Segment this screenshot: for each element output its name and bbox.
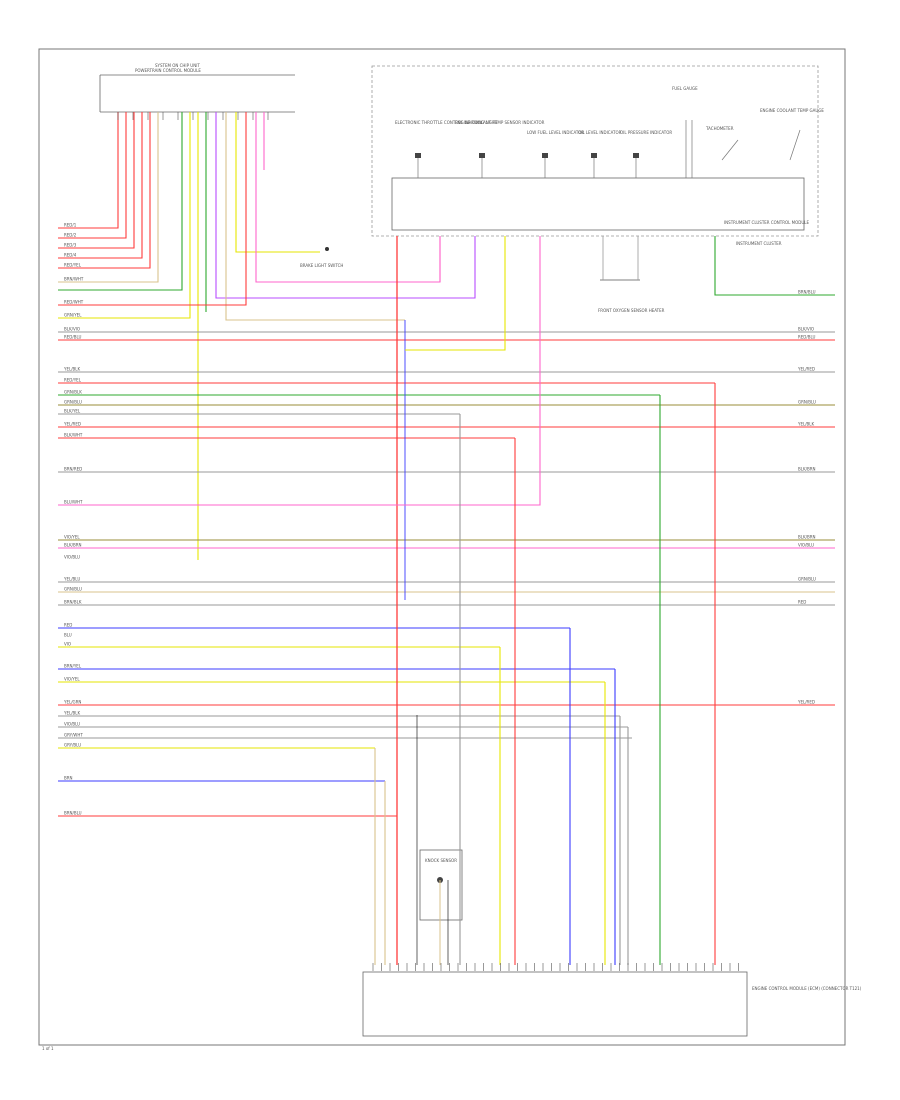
left-wire-label: RED/1	[64, 223, 77, 228]
brake-light-switch: BRAKE LIGHT SWITCH	[300, 247, 343, 268]
right-wire-label: BLK/VIO	[798, 327, 814, 332]
left-wire-label: BLK/WHT	[64, 433, 83, 438]
knock-sensor: KNOCK SENSOR	[419, 849, 463, 921]
ecm-wire-yellow	[405, 236, 506, 351]
left-wire-label: VIO/BLU	[64, 555, 80, 560]
right-wire-label: BLK/BRN	[798, 467, 815, 472]
left-wire-label: YEL/BLK	[63, 367, 81, 372]
right-wire-label: YEL/RED	[797, 367, 815, 372]
left-wire-label: VIO/YEL	[64, 535, 80, 540]
module-wire-8	[58, 112, 191, 319]
control-module-title-2: POWERTRAIN CONTROL MODULE	[135, 68, 201, 73]
module-wire-14	[58, 112, 247, 306]
gauge-label-3: LOW FUEL LEVEL INDICATOR	[527, 130, 584, 135]
gauge-label-7: TACHOMETER	[705, 126, 734, 131]
gauge-label-4: OIL LEVEL INDICATOR	[578, 130, 622, 135]
right-wire-label: YEL/RED	[797, 700, 815, 705]
front-oxygen-sensor: FRONT OXYGEN SENSOR HEATER	[598, 279, 665, 313]
module-wire-1	[58, 112, 119, 229]
left-wire-label: GRN/BLU	[64, 587, 82, 592]
left-wire-label: BRN/WHT	[64, 277, 84, 282]
left-wire-label: YEL/RED	[63, 422, 81, 427]
front-oxygen-sensor-label: FRONT OXYGEN SENSOR HEATER	[598, 308, 665, 313]
instrument-cluster-label: INSTRUMENT CLUSTER	[736, 241, 782, 246]
control-module-title-1: SYSTEM ON CHIP UNIT	[155, 63, 200, 68]
instrument-cluster: INSTRUMENT CLUSTER INSTRUMENT CLUSTER CO…	[371, 65, 824, 246]
left-wire-label: BRN	[64, 776, 73, 781]
left-wire-label: RED/BLU	[64, 335, 82, 340]
engine-control-module: ENGINE CONTROL MODULE (ECM) (CONNECTOR T…	[362, 971, 862, 1037]
gauge-label-6: FUEL GAUGE	[672, 86, 698, 91]
left-wire-label: VIO/BLU	[64, 722, 80, 727]
left-wire-label: BLU/WHT	[64, 500, 83, 505]
module-wire-7	[58, 112, 183, 291]
left-wire-label: GRY/WHT	[64, 733, 83, 738]
right-wire-labels: BRN/BLU BLK/VIO RED/BLU YEL/RED GRN/BLU YEL/B…	[797, 290, 816, 705]
right-wire-label: BRN/BLU	[798, 290, 816, 295]
right-wire-label: GRN/BLU	[798, 577, 816, 582]
left-wire-label: BRN/YEL	[64, 664, 82, 669]
brake-light-switch-label: BRAKE LIGHT SWITCH	[300, 263, 343, 268]
left-wire-label: GRN/BLK	[64, 390, 82, 395]
module-wire-4	[58, 112, 143, 259]
connector-pins	[117, 112, 739, 971]
left-wire-label: RED	[64, 623, 72, 628]
module-wire-13	[235, 112, 320, 253]
right-wire-label: BLK/BRN	[798, 535, 815, 540]
module-wire-6	[58, 112, 159, 283]
page-number: 1 of 1	[42, 1046, 54, 1051]
wires	[58, 112, 835, 965]
instrument-cluster-inner-label: INSTRUMENT CLUSTER CONTROL MODULE	[724, 220, 809, 225]
left-wire-label: GRY/BLU	[64, 743, 81, 748]
left-wire-label: BLK/VIO	[64, 327, 80, 332]
left-wire-label: GRN/BLU	[64, 400, 82, 405]
gauge-label-8: ENGINE COOLANT TEMP GAUGE	[760, 108, 824, 113]
module-wire-3	[58, 112, 135, 249]
left-wire-label: VIO/YEL	[64, 677, 80, 682]
gauge-label-5: OIL PRESSURE INDICATOR	[620, 130, 672, 135]
right-wire-label: GRN/BLU	[798, 400, 816, 405]
left-wire-label: RED/YEL	[64, 263, 82, 268]
module-wire-12	[225, 112, 405, 321]
knock-sensor-label: KNOCK SENSOR	[425, 858, 457, 863]
left-wire-label: RED/YEL	[64, 378, 82, 383]
module-wire-5	[58, 112, 151, 269]
left-wire-label: RED/WHT	[64, 300, 84, 305]
diagram-frame	[38, 48, 846, 1046]
right-wire-label: RED	[798, 600, 806, 605]
right-wire-label: YEL/BLK	[797, 422, 815, 427]
left-wire-label: BRN/BLK	[64, 600, 82, 605]
left-wire-label: RED/4	[64, 253, 77, 258]
right-wire-label: VIO/BLU	[798, 543, 814, 548]
left-wire-label: BRN/BLU	[64, 811, 82, 816]
gauge-label-1: ELECTRONIC THROTTLE CONTROL WARNING LIGH…	[395, 120, 498, 125]
control-module: SYSTEM ON CHIP UNIT POWERTRAIN CONTROL M…	[99, 63, 295, 113]
left-wire-label: RED/2	[64, 233, 77, 238]
ecm-wire-pink	[58, 236, 541, 506]
left-wire-label: BLU	[64, 633, 72, 638]
left-wire-label: RED/3	[64, 243, 77, 248]
engine-control-module-label: ENGINE CONTROL MODULE (ECM) (CONNECTOR T…	[752, 986, 862, 991]
left-wire-label: YEL/GRN	[63, 700, 81, 705]
cluster-lead-green	[714, 236, 835, 296]
module-wire-2	[58, 112, 127, 239]
module-wire-11	[215, 112, 476, 299]
module-wire-15	[255, 112, 441, 283]
left-wire-label: BRN/RED	[64, 467, 82, 472]
left-wire-label: GRN/YEL	[64, 313, 82, 318]
left-wire-label: BLK/YEL	[64, 409, 81, 414]
left-wire-label: YEL/BLU	[63, 577, 80, 582]
right-wire-label: RED/BLU	[798, 335, 816, 340]
left-wire-label: YEL/BLK	[63, 711, 81, 716]
left-wire-label: VIO	[64, 642, 71, 647]
gauge-label-2: ENGINE COOLANT TEMP SENSOR INDICATOR	[455, 120, 545, 125]
left-wire-label: BLK/BRN	[64, 543, 81, 548]
